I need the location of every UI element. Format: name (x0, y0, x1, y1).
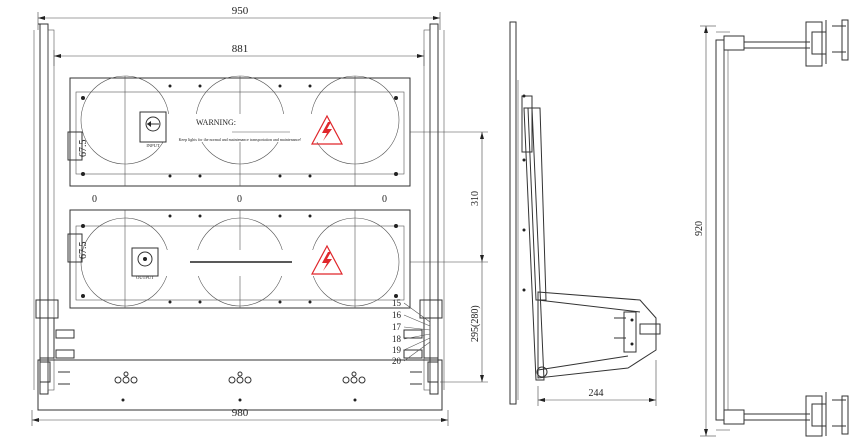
callout-16: 16 (392, 310, 402, 320)
input-plug-icon: INPUT (139, 111, 167, 148)
side-view: 244 (509, 21, 661, 406)
electric-hazard-icon-lower (310, 244, 344, 275)
quad-hole-center (228, 371, 252, 384)
dimension-244: 244 (537, 360, 657, 406)
front-view: 950 881 (31, 5, 488, 426)
dim-67-5-lower: 67.5 (78, 242, 89, 260)
dimension-920: 920 (694, 25, 716, 437)
zero-mark-1: 0 (92, 194, 97, 205)
dimension-980: 980 (31, 407, 449, 426)
rear-view: 920 (694, 19, 849, 437)
warning-title: WARNING: (196, 118, 236, 127)
quad-hole-left (114, 371, 138, 384)
dim-881-label: 881 (232, 43, 249, 55)
upper-panel: WARNING: Keep lights for the normal and … (67, 75, 411, 187)
zero-mark-3: 0 (382, 194, 387, 205)
left-rail (33, 23, 75, 395)
quad-hole-right (342, 371, 366, 384)
base-plate (37, 359, 443, 411)
output-label: OUTPUT (136, 275, 154, 280)
dimension-310: 310 (410, 131, 488, 263)
dimension-950: 950 (37, 5, 441, 30)
callout-15: 15 (392, 298, 402, 308)
dim-920-label: 920 (694, 221, 705, 236)
warning-text: Keep lights for the normal and maintenan… (179, 137, 302, 142)
lower-panel: OUTPUT 67.5 (67, 209, 411, 309)
dim-244-label: 244 (589, 388, 604, 399)
warning-label-upper: WARNING: Keep lights for the normal and … (136, 114, 326, 142)
callout-group: 15 16 17 18 19 20 (392, 298, 431, 366)
dim-310-label: 310 (470, 191, 481, 206)
zero-mark-2: 0 (237, 194, 242, 205)
input-label: INPUT (146, 143, 160, 148)
callout-19: 19 (392, 345, 402, 355)
dim-67-5-upper: 67.5 (78, 140, 89, 158)
electric-hazard-icon-upper (310, 114, 344, 145)
dim-980-label: 980 (232, 407, 249, 419)
right-rail (403, 23, 445, 395)
callout-18: 18 (392, 334, 402, 344)
dimension-295: 295(280) (440, 262, 488, 383)
output-plug-icon: OUTPUT (131, 247, 159, 280)
callout-20: 20 (392, 356, 402, 366)
dimension-881: 881 (53, 43, 425, 66)
callout-17: 17 (392, 322, 402, 332)
dim-950-label: 950 (232, 5, 249, 17)
dim-295-label: 295(280) (470, 305, 481, 342)
